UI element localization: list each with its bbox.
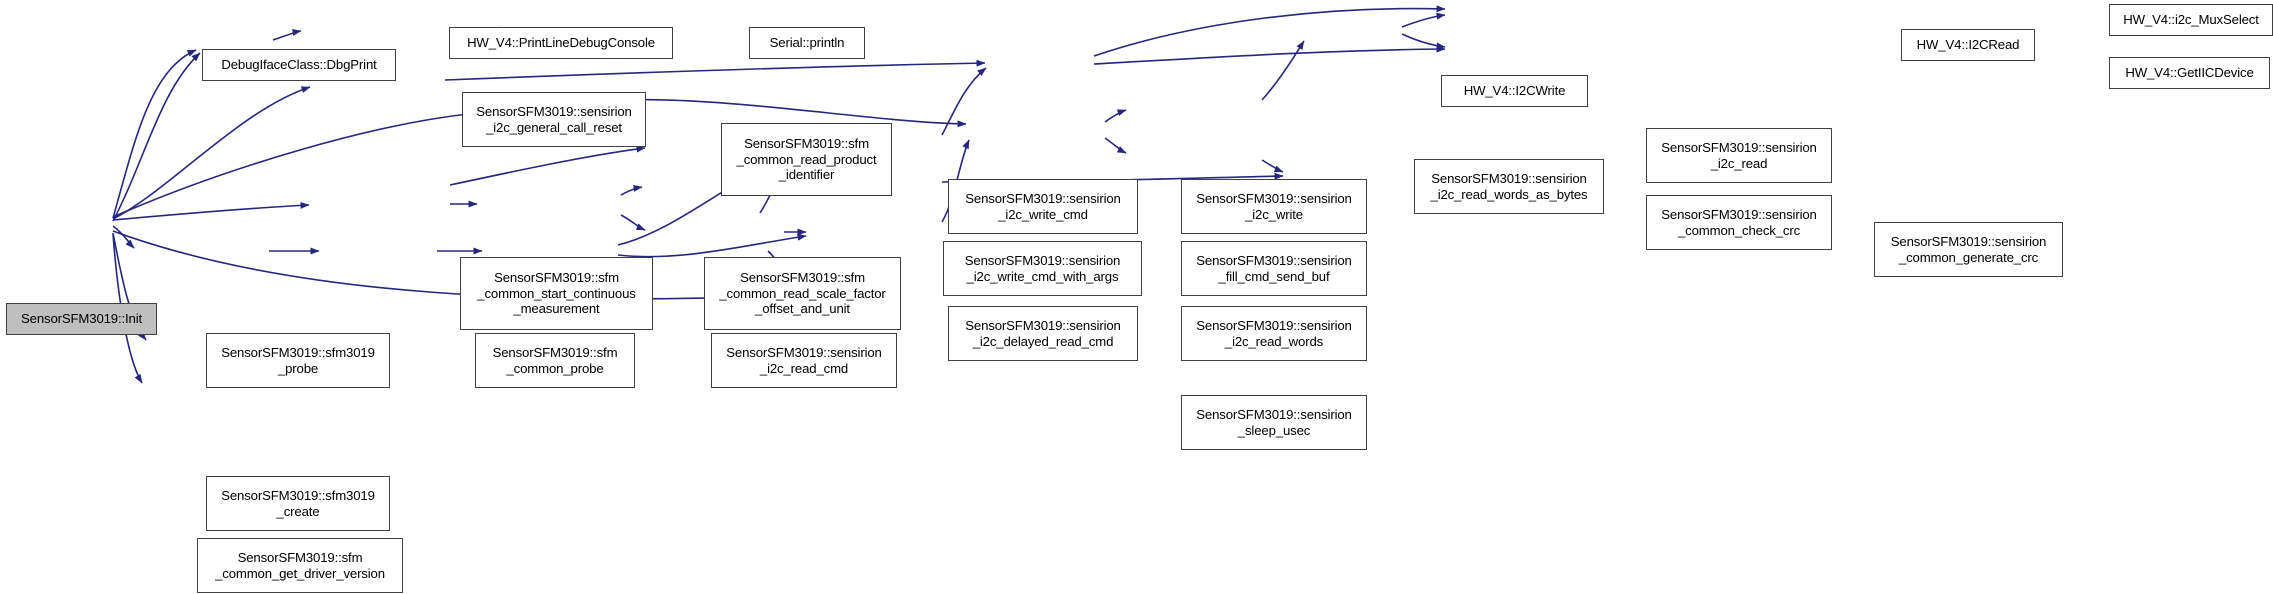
graph-node-label: SensorSFM3019::sfm3019 _probe — [221, 345, 375, 376]
graph-node-label: HW_V4::PrintLineDebugConsole — [467, 35, 655, 51]
graph-node-sfm3019probe[interactable]: SensorSFM3019::sfm3019 _probe — [206, 333, 390, 388]
graph-node-sleepusec[interactable]: SensorSFM3019::sensirion _sleep_usec — [1181, 395, 1367, 450]
edge-startcontmeas-i2cwritecmd — [449, 145, 646, 186]
edge-commoncheckcrc-generatecrc — [1261, 159, 1284, 173]
edge-gencallreset-i2cwrite-hw — [444, 59, 986, 81]
graph-node-label: SensorSFM3019::sensirion _fill_cmd_send_… — [1196, 253, 1352, 284]
graph-node-label: SensorSFM3019::sensirion _i2c_general_ca… — [476, 104, 632, 135]
edge-i2cread-hw-i2cread — [1261, 40, 1305, 101]
edge-i2cwrite-hw-getiicdevice — [1093, 45, 1446, 65]
graph-node-label: SensorSFM3019::sensirion _i2c_read — [1661, 140, 1817, 171]
edge-readscalefactor-i2cdelayedreadcmd — [620, 214, 646, 231]
graph-node-getdriverversion[interactable]: SensorSFM3019::sfm _common_get_driver_ve… — [197, 538, 403, 593]
edge-readscalefactor-i2cwritecmdargs — [620, 184, 643, 196]
graph-node-fillcmdsendbuf[interactable]: SensorSFM3019::sensirion _fill_cmd_send_… — [1181, 241, 1367, 296]
graph-node-label: HW_V4::I2CWrite — [1463, 83, 1566, 99]
graph-node-printline[interactable]: HW_V4::PrintLineDebugConsole — [449, 27, 673, 59]
edge-init-gencallreset — [112, 86, 311, 220]
graph-node-commonprobe[interactable]: SensorSFM3019::sfm _common_probe — [475, 333, 635, 388]
graph-node-i2cwritecmd[interactable]: SensorSFM3019::sensirion _i2c_write_cmd — [948, 179, 1138, 234]
graph-node-label: SensorSFM3019::sensirion _i2c_write_cmd — [965, 191, 1121, 222]
graph-node-label: SensorSFM3019::sensirion _sleep_usec — [1196, 407, 1352, 438]
graph-node-label: DebugIfaceClass::DbgPrint — [221, 57, 377, 73]
graph-node-label: SensorSFM3019::sensirion _i2c_read_words… — [1430, 171, 1588, 202]
graph-node-i2cwrite_hw[interactable]: HW_V4::I2CWrite — [1441, 75, 1588, 107]
graph-node-serialprintln[interactable]: Serial::println — [749, 27, 865, 59]
graph-node-label: SensorSFM3019::sensirion _i2c_read_words — [1196, 318, 1352, 349]
graph-node-label: SensorSFM3019::sensirion _i2c_write — [1196, 191, 1352, 222]
graph-node-i2cdelayedreadcmd[interactable]: SensorSFM3019::sensirion _i2c_delayed_re… — [948, 306, 1138, 361]
edge-readproductid-readwordsasbytes — [614, 98, 967, 128]
edge-init-dbgprint-2 — [112, 52, 201, 222]
edge-i2cwrite-hw-i2cwrite — [941, 67, 987, 136]
graph-node-i2cread_s[interactable]: SensorSFM3019::sensirion _i2c_read — [1646, 128, 1832, 183]
edge-init-sfm3019probe — [112, 225, 135, 249]
graph-node-muxselect[interactable]: HW_V4::i2c_MuxSelect — [2109, 4, 2273, 36]
graph-node-getiicdevice[interactable]: HW_V4::GetIICDevice — [2109, 57, 2270, 89]
edge-init-startcontmeas — [112, 201, 310, 221]
graph-node-label: SensorSFM3019::sfm _common_probe — [492, 345, 618, 376]
edge-readwordsasbytes-i2cread — [1104, 109, 1127, 123]
edge-i2cwrite-hw-muxselect — [1093, 5, 1446, 57]
graph-node-label: SensorSFM3019::sfm3019 _create — [221, 488, 375, 519]
graph-node-label: HW_V4::i2c_MuxSelect — [2123, 12, 2259, 28]
graph-node-i2cwritecmdargs[interactable]: SensorSFM3019::sensirion _i2c_write_cmd_… — [943, 241, 1142, 296]
edge-i2creadcmd-i2creadwords — [617, 233, 807, 258]
graph-node-commoncheckcrc[interactable]: SensorSFM3019::sensirion _common_check_c… — [1646, 195, 1832, 250]
graph-node-i2cwrite[interactable]: SensorSFM3019::sensirion _i2c_write — [1181, 179, 1367, 234]
graph-node-label: SensorSFM3019::sfm _common_get_driver_ve… — [215, 550, 385, 581]
edge-i2cread-hw-getiicdevice — [1401, 33, 1446, 50]
graph-node-gencallreset[interactable]: SensorSFM3019::sensirion _i2c_general_ca… — [462, 92, 646, 147]
edge-init-readproductid — [112, 109, 491, 218]
graph-node-label: SensorSFM3019::sfm _common_start_continu… — [477, 270, 636, 317]
graph-node-label: SensorSFM3019::sensirion _common_generat… — [1890, 234, 2047, 265]
graph-node-i2cread_hw[interactable]: HW_V4::I2CRead — [1901, 29, 2035, 61]
graph-node-label: SensorSFM3019::sensirion _common_check_c… — [1661, 207, 1817, 238]
graph-node-label: SensorSFM3019::sensirion _i2c_write_cmd_… — [964, 253, 1121, 284]
graph-node-sfm3019create[interactable]: SensorSFM3019::sfm3019 _create — [206, 476, 390, 531]
edge-init-dbgprint — [112, 49, 197, 219]
graph-node-readscalefactor[interactable]: SensorSFM3019::sfm _common_read_scale_fa… — [704, 257, 901, 330]
graph-node-readproductid[interactable]: SensorSFM3019::sfm _common_read_product … — [721, 123, 892, 196]
graph-node-readwordsasbytes[interactable]: SensorSFM3019::sensirion _i2c_read_words… — [1414, 159, 1604, 214]
graph-node-init[interactable]: SensorSFM3019::Init — [6, 303, 157, 335]
graph-node-label: Serial::println — [769, 35, 845, 51]
graph-node-generatecrc[interactable]: SensorSFM3019::sensirion _common_generat… — [1874, 222, 2063, 277]
graph-node-label: SensorSFM3019::sensirion _i2c_read_cmd — [726, 345, 882, 376]
graph-node-label: HW_V4::GetIICDevice — [2125, 65, 2254, 81]
graph-node-label: SensorSFM3019::sfm _common_read_scale_fa… — [719, 270, 886, 317]
graph-node-startcontmeas[interactable]: SensorSFM3019::sfm _common_start_continu… — [460, 257, 653, 330]
edge-readwordsasbytes-commoncheckcrc — [1104, 137, 1127, 154]
graph-node-dbgprint[interactable]: DebugIfaceClass::DbgPrint — [202, 49, 396, 81]
graph-node-i2creadwords[interactable]: SensorSFM3019::sensirion _i2c_read_words — [1181, 306, 1367, 361]
graph-node-label: HW_V4::I2CRead — [1916, 37, 2020, 53]
graph-node-i2creadcmd[interactable]: SensorSFM3019::sensirion _i2c_read_cmd — [711, 333, 897, 388]
graph-node-label: SensorSFM3019::Init — [20, 311, 143, 327]
edge-dbgprint-printline — [272, 28, 302, 41]
graph-node-label: SensorSFM3019::sfm _common_read_product … — [736, 136, 877, 183]
edge-i2cread-hw-muxselect — [1401, 12, 1446, 28]
graph-node-label: SensorSFM3019::sensirion _i2c_delayed_re… — [965, 318, 1121, 349]
